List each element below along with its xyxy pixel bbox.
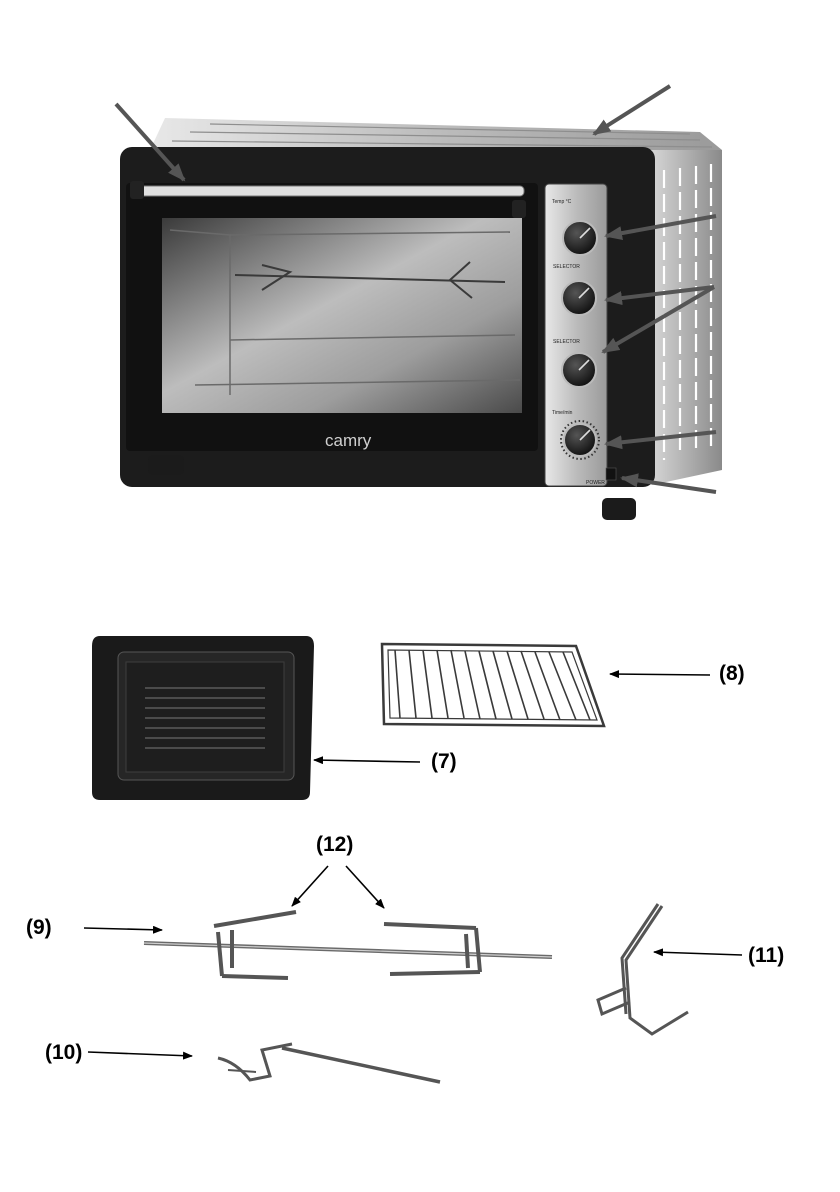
brand-logo: camry [325, 431, 372, 450]
callout-spit-handle: (10) [45, 1041, 82, 1065]
selector-2-label: SELECTOR [553, 339, 580, 345]
callout-fork-clips: (12) [316, 833, 353, 857]
handle-bracket-left [130, 181, 144, 199]
selector-1-label: SELECTOR [553, 264, 580, 270]
door-handle [136, 186, 524, 196]
rotisserie-spit [144, 912, 552, 978]
wire-rack [382, 644, 604, 726]
callout-tray-handle: (11) [748, 944, 784, 968]
callout-baking-tray: (7) [431, 750, 457, 774]
temp-knob-label: Temp °C [552, 199, 572, 205]
rack-bars [395, 650, 590, 720]
tray-handle [598, 904, 688, 1034]
fork-right [384, 924, 480, 974]
callout-rotisserie-spit: (9) [26, 916, 52, 940]
baking-tray [92, 636, 314, 800]
oven-illustration: camry Temp °C SELECTOR SELECTOR Time/min [116, 86, 722, 520]
oven-foot-right [602, 498, 636, 520]
callout-wire-rack: (8) [719, 662, 745, 686]
power-label: POWER [586, 480, 605, 486]
oven-foot-left [148, 455, 184, 475]
spit-handle [218, 1044, 440, 1082]
door-glass [162, 218, 522, 413]
handle-bracket-right [512, 200, 526, 218]
oven-top-cover [150, 118, 722, 150]
timer-knob-label: Time/min [552, 410, 573, 416]
